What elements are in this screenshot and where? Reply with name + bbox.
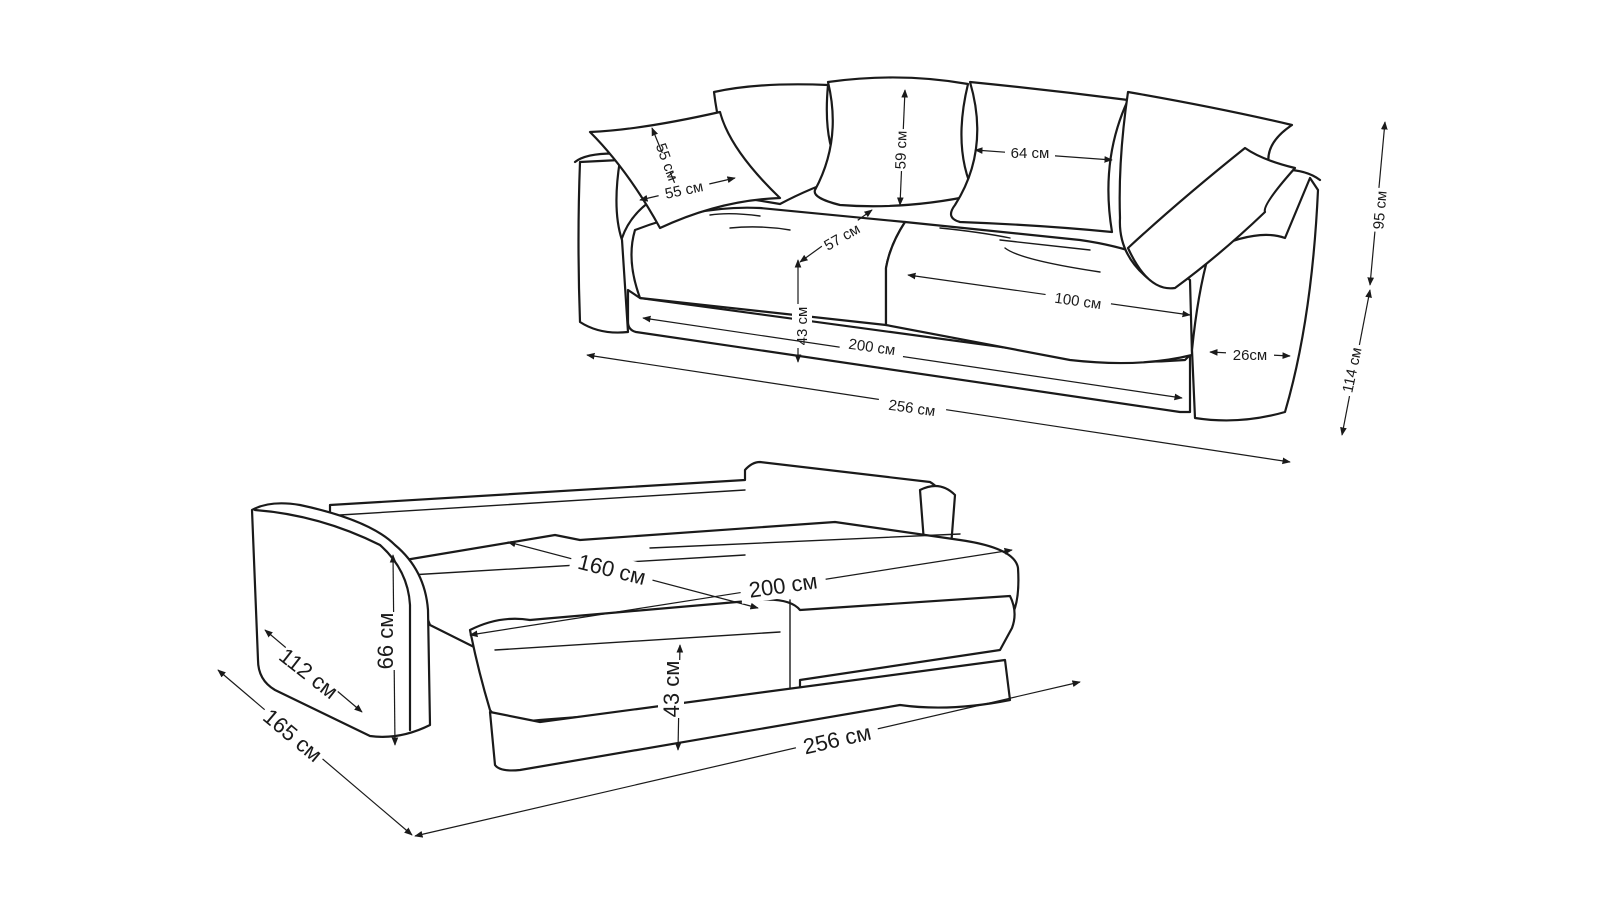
label-bed-seat-height: 43 см (659, 661, 684, 718)
label-seat-width: 100 см (1053, 290, 1102, 313)
bed-drawing (250, 460, 1020, 772)
label-total-width: 256 см (887, 397, 936, 420)
label-bed-arm-height: 66 см (373, 613, 398, 670)
label-bed-depth: 165 см (258, 704, 327, 767)
sofa-left-arm (577, 158, 630, 334)
label-seat-height: 43 см (794, 307, 811, 346)
label-arm-width: 26см (1233, 347, 1268, 364)
label-bed-total-width: 256 см (801, 720, 874, 760)
label-back-height: 95 см (1370, 190, 1390, 230)
label-cushion-width: 64 см (1011, 145, 1050, 162)
label-cushion-height: 59 см (892, 130, 910, 169)
sofa-drawing (573, 76, 1322, 422)
